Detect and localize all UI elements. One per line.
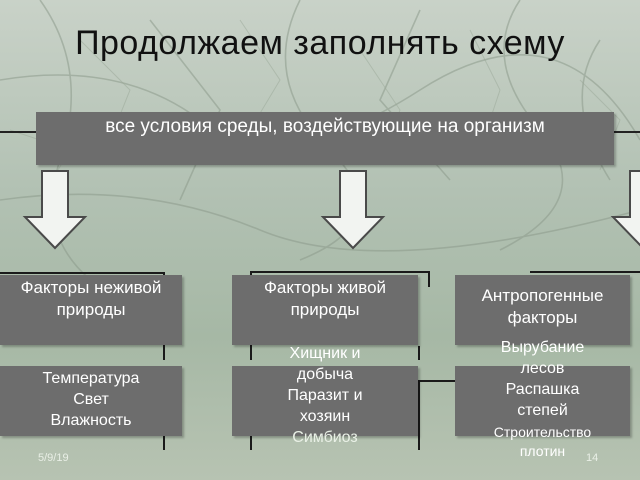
- category-abiotic-label: Факторы неживой природы: [20, 278, 162, 319]
- bracket-right-top: [530, 271, 640, 273]
- example-abiotic-1: Температура: [42, 370, 140, 387]
- bracket-mid-center: [250, 342, 252, 360]
- example-abiotic-2: Свет: [73, 391, 109, 408]
- example-biotic-3: Симбиоз: [292, 429, 358, 446]
- connector-line-left: [0, 131, 36, 133]
- connector-line-right: [614, 131, 640, 133]
- example-anthropogenic-2: Распашка степей: [505, 381, 580, 419]
- bracket-bottom-right-v: [418, 380, 420, 450]
- category-anthropogenic-label: Антропогенные факторы: [481, 286, 604, 327]
- bracket-mid-left: [163, 340, 165, 360]
- examples-box-anthropogenic: [455, 366, 630, 436]
- example-anthropogenic-3: Строительство плотин: [493, 424, 592, 459]
- footer-page-number: 14: [586, 452, 599, 464]
- example-biotic-1: Хищник и добыча: [289, 345, 361, 383]
- bracket-mid-right: [418, 346, 420, 360]
- examples-list-anthropogenic: Вырубание лесов Распашка степей Строител…: [455, 337, 630, 461]
- bracket-center-top: [250, 271, 430, 273]
- down-arrow-right: [610, 170, 640, 247]
- category-box-biotic: Факторы живой природы: [232, 275, 418, 345]
- bracket-left-top: [0, 272, 165, 274]
- category-box-abiotic: Факторы неживой природы: [0, 275, 182, 345]
- example-anthropogenic-1: Вырубание лесов: [500, 339, 585, 377]
- down-arrow-center: [320, 170, 386, 250]
- example-abiotic-3: Влажность: [50, 412, 132, 429]
- main-definition-text: все условия среды, воздействующие на орг…: [105, 116, 545, 137]
- bracket-bottom-right: [418, 380, 458, 382]
- bracket-bottom-center: [250, 432, 252, 450]
- page-title: Продолжаем заполнять схему: [75, 24, 565, 62]
- example-biotic-2: Паразит и хозяин: [287, 387, 363, 425]
- examples-list-biotic: Хищник и добыча Паразит и хозяин Симбиоз: [232, 343, 418, 448]
- bracket-bottom-left: [163, 432, 165, 450]
- bracket-center-vert-r: [428, 271, 430, 287]
- category-box-anthropogenic: Антропогенные факторы: [455, 275, 630, 345]
- down-arrow-left: [22, 170, 88, 250]
- category-biotic-label: Факторы живой природы: [263, 278, 387, 319]
- examples-box-biotic: [232, 366, 418, 436]
- footer-date: 5/9/19: [38, 452, 69, 464]
- main-definition-box: все условия среды, воздействующие на орг…: [36, 112, 614, 165]
- examples-box-abiotic: Температура Свет Влажность: [0, 366, 182, 436]
